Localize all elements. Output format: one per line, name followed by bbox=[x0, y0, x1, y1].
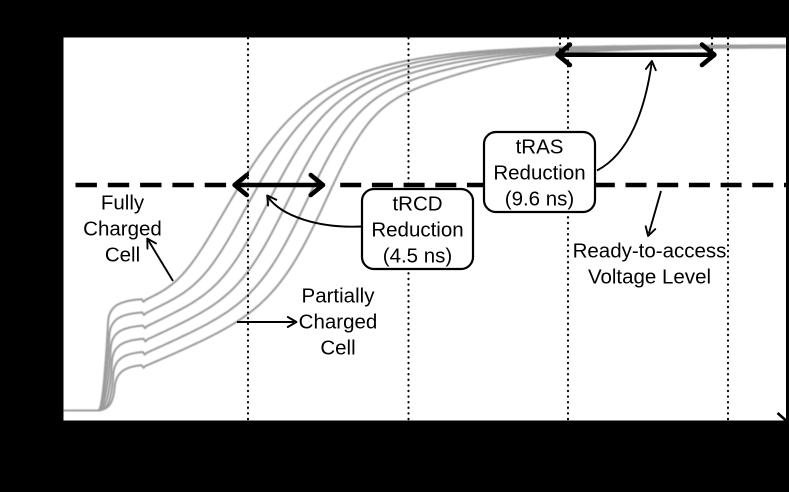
svg-text:tRAS: tRAS bbox=[516, 136, 564, 159]
svg-text:Ready-to-access: Ready-to-access bbox=[573, 240, 727, 263]
svg-text:Reduction: Reduction bbox=[493, 162, 585, 185]
svg-text:Voltage Level: Voltage Level bbox=[588, 266, 711, 289]
svg-text:Charged: Charged bbox=[83, 218, 162, 241]
svg-text:(9.6 ns): (9.6 ns) bbox=[505, 188, 575, 211]
svg-text:Partially: Partially bbox=[302, 285, 376, 308]
svg-text:Fully: Fully bbox=[101, 192, 145, 215]
svg-text:tRCD: tRCD bbox=[392, 193, 442, 216]
svg-text:Cell: Cell bbox=[320, 337, 355, 360]
svg-text:Cell: Cell bbox=[105, 244, 140, 267]
svg-text:(4.5 ns): (4.5 ns) bbox=[383, 245, 453, 268]
svg-text:Charged: Charged bbox=[299, 311, 378, 334]
svg-text:Reduction: Reduction bbox=[371, 219, 463, 242]
